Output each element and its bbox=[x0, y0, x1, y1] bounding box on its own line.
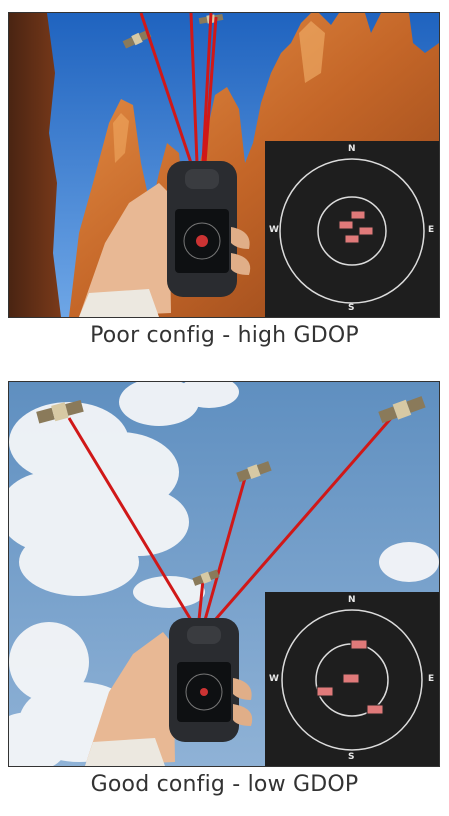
rock-highlight bbox=[113, 113, 129, 163]
signal-lines bbox=[67, 415, 395, 621]
poor-config-photo: N S E W bbox=[8, 12, 440, 318]
satellite-marker bbox=[342, 673, 360, 684]
sky-plot-inset: N S E W bbox=[265, 592, 439, 766]
gps-device bbox=[167, 161, 237, 297]
finger bbox=[233, 704, 253, 726]
inner-ring bbox=[317, 196, 387, 266]
good-config-photo: N S E W bbox=[8, 381, 440, 767]
left-cliff bbox=[9, 13, 61, 317]
caption-poor-config: Poor config - high GDOP bbox=[90, 323, 359, 348]
sky-plot bbox=[279, 158, 425, 304]
satellite-icon bbox=[192, 569, 220, 586]
satellite-marker bbox=[350, 639, 368, 650]
sleeve bbox=[79, 289, 159, 317]
satellite-marker bbox=[344, 234, 360, 244]
sky-plot bbox=[281, 609, 423, 751]
outer-ring bbox=[279, 158, 425, 304]
sky-plot-inset: N S E W bbox=[265, 141, 439, 317]
compass-east: E bbox=[428, 225, 435, 235]
hand bbox=[79, 183, 171, 317]
compass-north: N bbox=[348, 144, 356, 154]
compass-south: S bbox=[348, 752, 355, 762]
sleeve bbox=[85, 738, 165, 766]
satellite-marker bbox=[338, 220, 354, 230]
satellite-marker bbox=[350, 210, 366, 220]
rock-highlight bbox=[299, 21, 325, 83]
satellite-icon bbox=[236, 461, 272, 483]
hand bbox=[85, 632, 175, 766]
compass-west: W bbox=[269, 225, 279, 235]
satellite-marker bbox=[316, 686, 334, 697]
compass-west: W bbox=[269, 674, 279, 684]
signal-lines bbox=[139, 13, 218, 164]
gps-device bbox=[169, 618, 239, 742]
compass-south: S bbox=[348, 303, 355, 313]
compass-east: E bbox=[428, 674, 435, 684]
satellite-marker bbox=[358, 226, 374, 236]
finger bbox=[231, 227, 250, 249]
finger bbox=[231, 253, 251, 275]
finger bbox=[233, 678, 252, 700]
satellite-marker bbox=[366, 704, 384, 715]
satellite-icon bbox=[378, 396, 426, 424]
compass-north: N bbox=[348, 595, 356, 605]
satellite-icon bbox=[36, 399, 84, 424]
outer-ring bbox=[281, 609, 423, 751]
caption-good-config: Good config - low GDOP bbox=[90, 772, 359, 797]
